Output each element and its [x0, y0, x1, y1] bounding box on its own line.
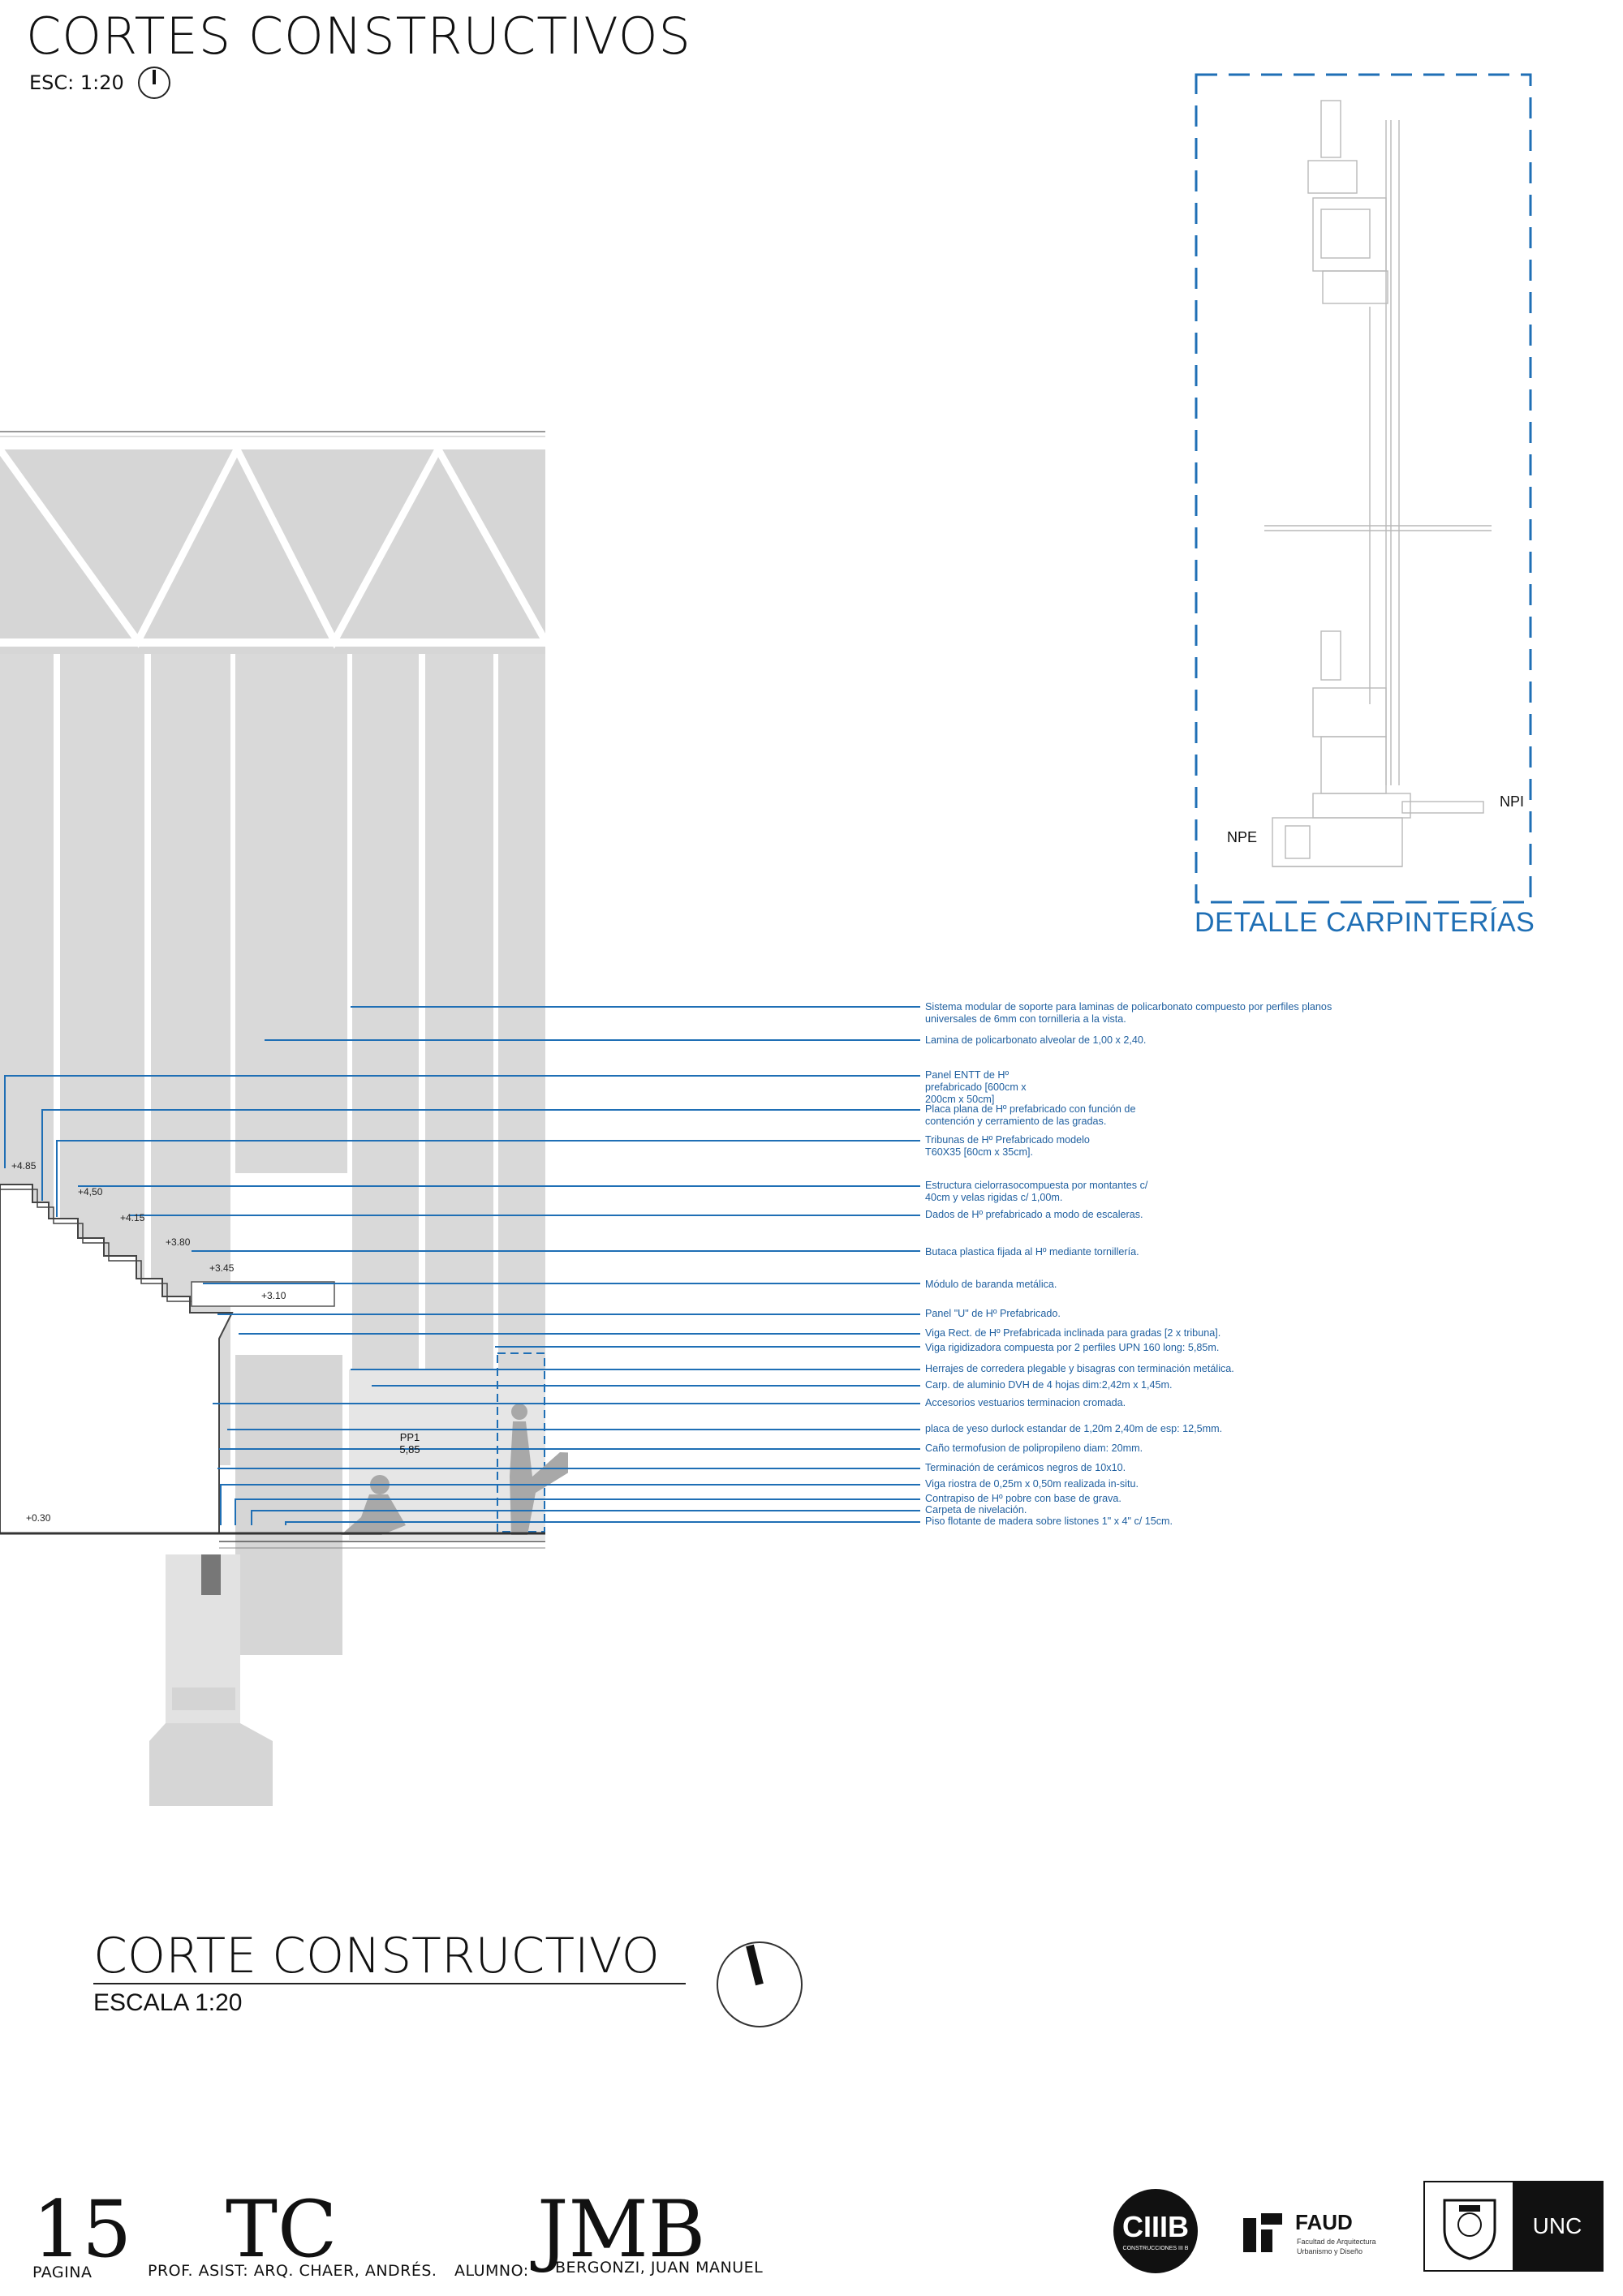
leader-lines: [4, 1006, 920, 1525]
annotation-18: Terminación de cerámicos negros de 10x10…: [925, 1462, 1126, 1473]
section-title: CORTE CONSTRUCTIVO: [93, 1928, 660, 1984]
npi-label: NPI: [1500, 793, 1525, 810]
annotation-14: Carp. de aluminio DVH de 4 hojas dim:2,4…: [925, 1379, 1173, 1391]
header-scale: ESC: 1:20: [29, 71, 124, 94]
section-scale: ESCALA 1:20: [93, 1989, 243, 2016]
faud-logo: FAUD: [1295, 2210, 1353, 2234]
annotation-6: Estructura cielorrasocompuesta por monta…: [925, 1180, 1148, 1203]
faud-subtitle: Facultad de Arquitectura: [1297, 2238, 1376, 2246]
annotation-15: Accesorios vestuarios terminacion cromad…: [925, 1397, 1126, 1408]
annotation-20: Contrapiso de Hº pobre con base de grava…: [925, 1493, 1121, 1504]
section-title-underline: [93, 1983, 686, 1984]
student-initials: JMB: [537, 2184, 706, 2275]
level-label: +4,50: [78, 1186, 103, 1197]
annotation-4: Placa plana de Hº prefabricado con funci…: [925, 1103, 1136, 1127]
faud-subtitle: Urbanismo y Diseño: [1297, 2247, 1363, 2255]
detail-title: DETALLE CARPINTERÍAS: [1195, 907, 1535, 938]
annotation-1: Sistema modular de soporte para laminas …: [925, 1001, 1332, 1025]
professor-name: PROF. ASIST: ARQ. CHAER, ANDRÉS.: [148, 2262, 437, 2280]
annotation-2: Lamina de policarbonato alveolar de 1,00…: [925, 1034, 1147, 1046]
annotation-11: Viga Rect. de Hº Prefabricada inclinada …: [925, 1327, 1221, 1339]
detail-frame: [1195, 73, 1532, 904]
level-label: +3.10: [261, 1290, 286, 1301]
annotation-19: Viga riostra de 0,25m x 0,50m realizada …: [925, 1478, 1139, 1490]
north-arrow-icon: [138, 67, 170, 99]
annotation-17: Caño termofusion de polipropileno diam: …: [925, 1443, 1143, 1454]
annotation-13: Herrajes de corredera plegable y bisagra…: [925, 1363, 1234, 1374]
annotation-5: Tribunas de Hº Prefabricado modelo T60X3…: [925, 1134, 1090, 1158]
annotation-12: Viga rigidizadora compuesta por 2 perfil…: [925, 1342, 1220, 1353]
annotation-8: Butaca plastica fijada al Hº mediante to…: [925, 1246, 1139, 1258]
unc-seal-icon: [1443, 2199, 1496, 2260]
page-label: PAGINA: [32, 2264, 93, 2281]
annotation-21: Carpeta de nivelación.: [925, 1504, 1027, 1516]
faud-emblem-icon: [1243, 2213, 1282, 2252]
annotation-9: Módulo de baranda metálica.: [925, 1279, 1057, 1290]
annotation-7: Dados de Hº prefabricado a modo de escal…: [925, 1209, 1143, 1220]
beam-label: PP1 5,85: [399, 1431, 420, 1455]
north-arrow-icon: [717, 1941, 803, 2027]
section-drawing: [0, 431, 568, 1806]
level-label: +3.80: [166, 1236, 191, 1248]
npe-label: NPE: [1227, 829, 1258, 845]
annotation-22: Piso flotante de madera sobre listones 1…: [925, 1516, 1173, 1527]
page-title: CORTES CONSTRUCTIVOS: [26, 6, 691, 66]
level-label: +4.85: [11, 1160, 37, 1172]
page-number: 15: [32, 2184, 132, 2275]
level-label: +4.15: [120, 1212, 145, 1223]
unc-logo: UNC: [1423, 2181, 1604, 2272]
level-label: +0.30: [26, 1512, 51, 1524]
student-label: ALUMNO:: [454, 2262, 529, 2280]
annotation-16: placa de yeso durlock estandar de 1,20m …: [925, 1423, 1223, 1434]
course-initials: TC: [226, 2184, 338, 2275]
annotation-10: Panel "U" de Hº Prefabricado.: [925, 1308, 1061, 1319]
ciiib-logo: CIIIB CONSTRUCCIONES III B: [1113, 2189, 1198, 2273]
student-name: BERGONZI, JUAN MANUEL: [555, 2259, 764, 2277]
level-label: +3.45: [209, 1262, 235, 1274]
annotation-3: Panel ENTT de Hº prefabricado [600cm x 2…: [925, 1069, 1027, 1105]
